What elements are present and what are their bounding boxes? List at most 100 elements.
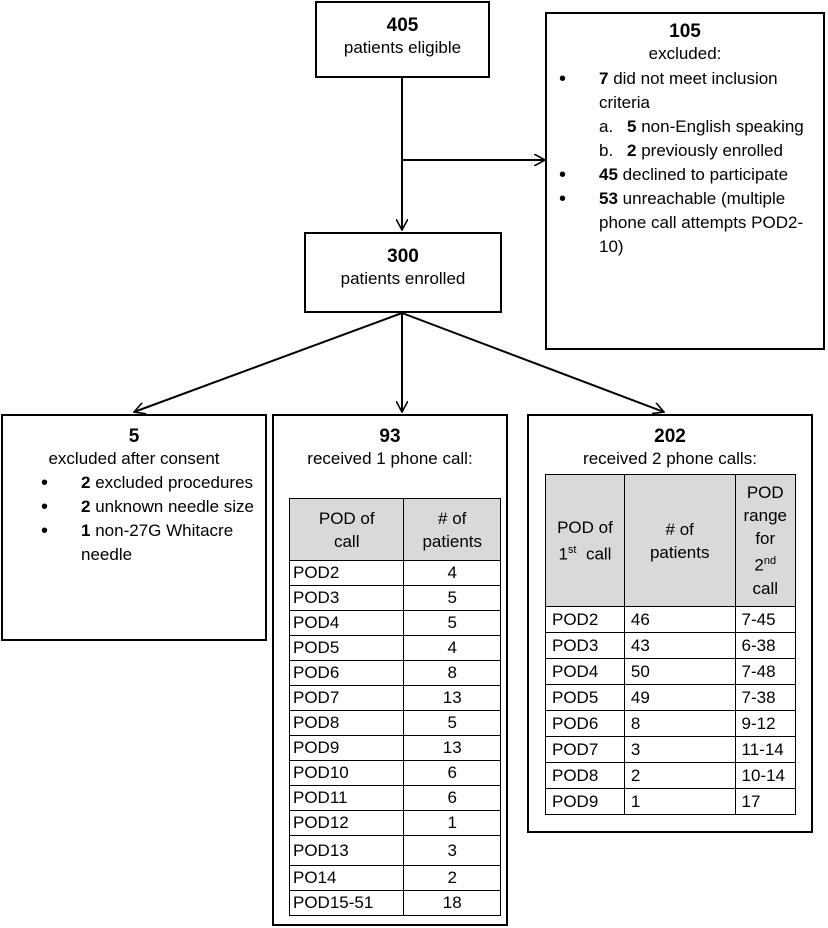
table-cell-patients: 5 — [403, 710, 501, 736]
table-cell-patients: 3 — [623, 736, 736, 763]
excluded-subitem: a.5 non-English speaking — [599, 117, 804, 136]
table-cell-patients: 4 — [403, 635, 501, 661]
table-cell-patients: 4 — [403, 560, 501, 586]
table-cell-range: 7-45 — [734, 606, 797, 633]
excluded-item: 53 unreachable (multiple phone call atte… — [547, 187, 823, 259]
excluded-count: 105 — [669, 21, 701, 42]
excluded-after-item: 1 non-27G Whitacre needle — [29, 519, 257, 567]
excluded-subitem: b.2 previously enrolled — [599, 141, 783, 160]
table-cell-patients: 6 — [403, 760, 501, 786]
table-cell-pod: POD13 — [288, 835, 405, 866]
table-cell-patients: 8 — [403, 660, 501, 686]
table-cell-pod: POD11 — [288, 785, 405, 811]
table-cell-patients: 1 — [623, 788, 736, 815]
table-cell-patients: 46 — [623, 606, 736, 633]
table-cell-pod: POD9 — [545, 788, 625, 815]
one-call-count: 93 — [379, 426, 401, 447]
table-cell-pod: POD6 — [545, 710, 625, 737]
eligible-box: 405 patients eligible — [315, 1, 490, 78]
table-cell-patients: 5 — [403, 585, 501, 611]
one-call-header-patients: # of patients — [403, 498, 501, 561]
table-cell-pod: POD15-51 — [288, 890, 405, 916]
table-cell-range: 17 — [734, 788, 797, 815]
table-cell-patients: 2 — [403, 865, 501, 891]
excluded-after-box: 5 excluded after consent 2 excluded proc… — [1, 414, 267, 641]
table-cell-pod: POD3 — [545, 632, 625, 659]
table-cell-pod: POD12 — [288, 810, 405, 836]
two-calls-header-range: POD range for 2nd call — [734, 474, 797, 607]
two-calls-box: 202 received 2 phone calls: POD of 1st c… — [527, 414, 813, 833]
excluded-item: 7 did not meet inclusion criteria a.5 no… — [547, 67, 823, 163]
table-cell-pod: POD5 — [288, 635, 405, 661]
table-cell-patients: 50 — [623, 658, 736, 685]
table-cell-patients: 18 — [403, 890, 501, 916]
arrow-enrolled-to-excluded-after — [134, 312, 403, 412]
enrolled-label: patients enrolled — [340, 269, 466, 288]
table-cell-patients: 13 — [403, 735, 501, 761]
table-cell-range: 6-38 — [734, 632, 797, 659]
excluded-label: excluded: — [648, 44, 722, 63]
enrolled-box: 300 patients enrolled — [304, 232, 502, 313]
table-cell-patients: 13 — [403, 685, 501, 711]
two-calls-table: POD of 1st call # of patients POD range … — [545, 474, 797, 815]
arrow-enrolled-to-two-calls — [401, 312, 664, 412]
excluded-after-item: 2 excluded procedures — [29, 471, 257, 495]
table-cell-pod: POD9 — [288, 735, 405, 761]
one-call-label: received 1 phone call: — [307, 449, 473, 468]
excluded-item: 45 declined to participate — [547, 163, 823, 187]
one-call-box: 93 received 1 phone call: POD of call # … — [272, 414, 508, 926]
table-cell-pod: POD7 — [545, 736, 625, 763]
table-cell-patients: 1 — [403, 810, 501, 836]
table-cell-pod: POD8 — [545, 762, 625, 789]
excluded-after-count: 5 — [128, 426, 140, 447]
table-cell-range: 7-38 — [734, 684, 797, 711]
table-cell-pod: POD3 — [288, 585, 405, 611]
eligible-label: patients eligible — [343, 38, 462, 57]
two-calls-count: 202 — [654, 426, 686, 447]
table-cell-patients: 49 — [623, 684, 736, 711]
table-cell-pod: POD10 — [288, 760, 405, 786]
table-cell-pod: POD2 — [288, 560, 405, 586]
table-cell-pod: POD4 — [545, 658, 625, 685]
enrolled-count: 300 — [387, 246, 419, 267]
table-cell-pod: POD2 — [545, 606, 625, 633]
table-cell-patients: 43 — [623, 632, 736, 659]
excluded-after-item: 2 unknown needle size — [29, 495, 257, 519]
table-cell-patients: 5 — [403, 610, 501, 636]
table-cell-patients: 2 — [623, 762, 736, 789]
table-cell-range: 9-12 — [734, 710, 797, 737]
two-calls-header-patients: # of patients — [623, 474, 736, 607]
table-cell-pod: POD7 — [288, 685, 405, 711]
table-cell-pod: PO14 — [288, 865, 405, 891]
two-calls-header-pod: POD of 1st call — [545, 474, 625, 607]
eligible-count: 405 — [386, 15, 419, 36]
table-cell-range: 11-14 — [734, 736, 797, 763]
one-call-header-pod: POD of call — [288, 498, 405, 561]
table-cell-patients: 8 — [623, 710, 736, 737]
table-cell-pod: POD5 — [545, 684, 625, 711]
excluded-after-label: excluded after consent — [48, 449, 220, 468]
